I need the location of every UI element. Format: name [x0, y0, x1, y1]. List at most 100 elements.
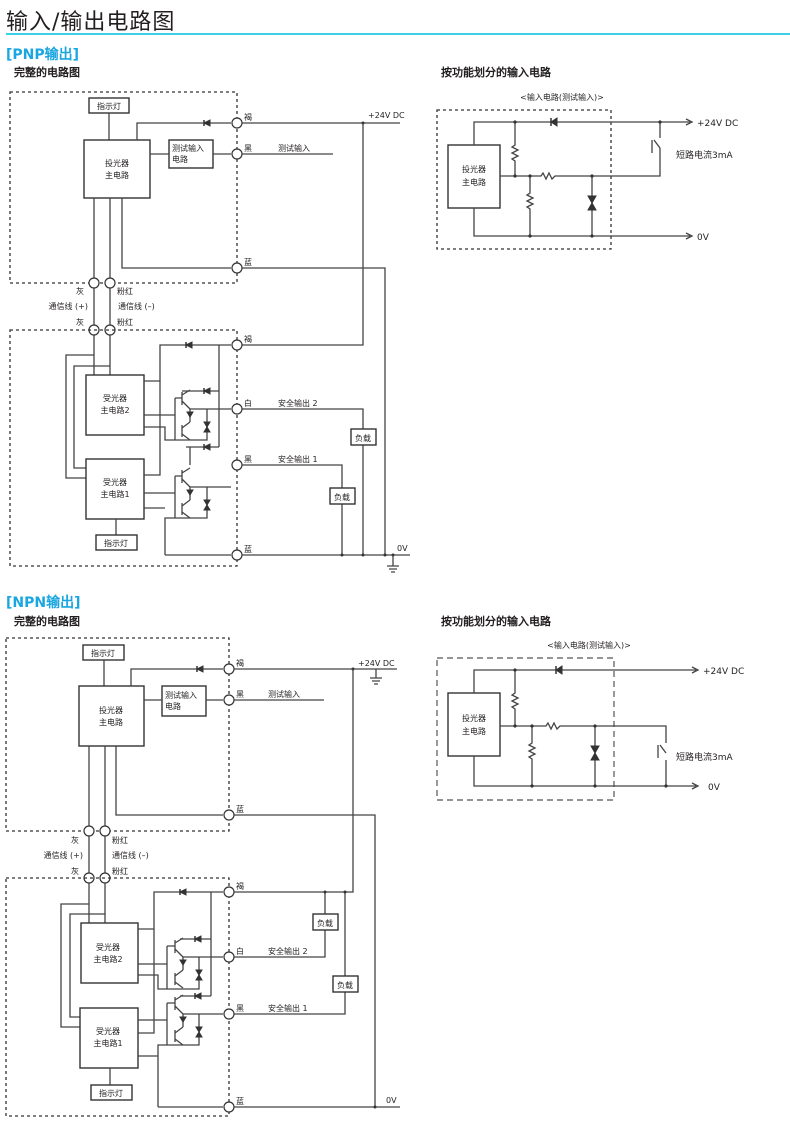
title-underline: [6, 33, 790, 35]
npn-load-2-label: 负载: [317, 918, 333, 928]
npn-input-circuit: <输入电路(测试输入)> 投光器 主电路 +24V DC 短路电流3mA 0V: [436, 640, 744, 801]
npn-rx-terminal-black-label: 黑: [236, 1004, 244, 1013]
pnp-comm-line-plus: 通信线 (+): [49, 301, 89, 311]
pnp-terminal-black-label: 黑: [244, 144, 252, 153]
pnp-receiver-main2-label-2: 主电路2: [100, 405, 129, 415]
npn-input-main-box: [447, 692, 501, 757]
pnp-supply-label: +24V DC: [368, 111, 405, 120]
pnp-load-2-label: 负载: [355, 433, 371, 443]
ground-icon: [387, 555, 399, 573]
pnp-receiver-indicator-label: 指示灯: [104, 538, 128, 548]
pnp-receiver-indicator-box: [95, 534, 138, 551]
pnp-functional-label: 按功能划分的输入电路: [441, 66, 551, 79]
pnp-load-1-label: 负载: [334, 492, 350, 502]
pnp-terminal-blue: [231, 262, 243, 274]
npn-functional-label: 按功能划分的输入电路: [441, 615, 551, 628]
pnp-full-circuit: 指示灯 投光器 主电路 测试输入 电路 褐 +24V DC 黑 测试输入 蓝: [9, 91, 410, 573]
npn-receiver-indicator-label: 指示灯: [99, 1088, 123, 1098]
pnp-receiver-main2-label-1: 受光器: [103, 393, 127, 403]
npn-heading: [NPN输出]: [6, 595, 81, 611]
npn-receiver-main2-label-2: 主电路2: [93, 954, 122, 964]
pnp-receiver-enclosure: [9, 329, 238, 567]
npn-rx-terminal-white: [223, 951, 235, 963]
pnp-input-main-label-1: 投光器: [462, 164, 486, 174]
npn-terminal-brown-label: 褐: [236, 658, 244, 668]
npn-comm-line-minus: 通信线 (–): [112, 850, 149, 860]
pnp-terminal-brown-label: 褐: [244, 112, 252, 122]
npn-comm-pink-bottom: 粉红: [112, 866, 128, 876]
npn-input-caption: <输入电路(测试输入)>: [547, 640, 631, 650]
npn-rx-terminal-blue: [223, 1101, 235, 1113]
pnp-test-input-box-label-1: 测试输入: [172, 143, 204, 153]
pnp-rx-terminal-white-label: 白: [244, 398, 252, 408]
npn-test-input-box-label-1: 测试输入: [165, 690, 197, 700]
npn-emitter-enclosure: [5, 637, 230, 832]
pnp-input-main-box: [447, 144, 501, 209]
npn-rx-terminal-blue-label: 蓝: [236, 1096, 244, 1106]
pnp-receiver-main2-box: [85, 374, 145, 436]
npn-input-main-label-2: 主电路: [462, 726, 486, 736]
npn-rx-terminal-brown-label: 褐: [236, 881, 244, 891]
pnp-input-main-label-2: 主电路: [462, 177, 486, 187]
npn-comm-pink-top: 粉红: [112, 835, 128, 845]
npn-input-supply: +24V DC: [703, 667, 744, 677]
npn-test-input-box: [161, 685, 207, 717]
npn-receiver-main2-label-1: 受光器: [96, 942, 120, 952]
npn-terminal-black-label: 黑: [236, 690, 244, 699]
npn-terminal-blue-label: 蓝: [236, 804, 244, 814]
pnp-emitter-indicator-label: 指示灯: [97, 101, 121, 111]
npn-full-circuit: 指示灯 投光器 主电路 测试输入 电路 褐 +24V DC 黑 测试输入 蓝 灰…: [5, 637, 400, 1117]
pnp-emitter-main-label-1: 投光器: [105, 158, 129, 168]
npn-zero-v-label: 0V: [386, 1096, 397, 1105]
pnp-input-caption: <输入电路(测试输入)>: [520, 92, 604, 102]
pnp-test-input-label: 测试输入: [278, 143, 310, 153]
npn-test-input-box-label-2: 电路: [165, 701, 181, 711]
npn-terminal-black: [223, 694, 235, 706]
pnp-comm-line-minus: 通信线 (–): [118, 301, 155, 311]
npn-terminal-blue: [223, 809, 235, 821]
pnp-input-zero-v: 0V: [697, 233, 710, 243]
npn-comm-gray-top: 灰: [71, 835, 79, 845]
npn-full-circuit-label: 完整的电路图: [14, 615, 80, 628]
pnp-terminal-blue-label: 蓝: [244, 257, 252, 267]
ground-icon: [370, 669, 382, 685]
npn-emitter-indicator-label: 指示灯: [91, 648, 115, 658]
pnp-rx-terminal-blue-label: 蓝: [244, 544, 252, 554]
pnp-emitter-main-box: [83, 139, 151, 199]
pnp-zero-v-label: 0V: [397, 544, 408, 553]
npn-load-1: [332, 975, 359, 993]
pnp-receiver-main1-label-2: 主电路1: [100, 489, 129, 499]
pnp-full-circuit-label: 完整的电路图: [14, 66, 80, 79]
page-title: 输入/输出电路图: [6, 10, 176, 35]
pnp-terminal-brown: [231, 117, 243, 129]
diode-icon: [202, 119, 211, 127]
npn-supply-label: +24V DC: [358, 659, 395, 668]
pnp-comm-pink-bottom: 粉红: [117, 317, 133, 327]
pnp-receiver-main1-box: [85, 458, 145, 520]
pnp-output-1-label: 安全输出 1: [278, 454, 318, 464]
npn-terminal-brown: [223, 663, 235, 675]
pnp-rx-terminal-brown: [231, 339, 243, 351]
npn-rx-terminal-black: [223, 1008, 235, 1020]
pnp-input-circuit: <输入电路(测试输入)> 投光器 主电路 +24V DC 短路电流3mA 0V: [436, 92, 738, 250]
pnp-comm-pink-top: 粉红: [117, 286, 133, 296]
npn-comm-line-plus: 通信线 (+): [44, 850, 84, 860]
pnp-rx-terminal-white: [231, 403, 243, 415]
pnp-output-2-label: 安全输出 2: [278, 398, 318, 408]
pnp-heading: [PNP输出]: [6, 47, 80, 63]
pnp-rx-terminal-black: [231, 459, 243, 471]
pnp-load-1: [329, 487, 356, 505]
npn-emitter-main-box: [78, 685, 145, 747]
npn-receiver-main2-box: [80, 922, 139, 984]
npn-comm-gray-bottom: 灰: [71, 866, 79, 876]
pnp-input-supply: +24V DC: [697, 119, 738, 129]
pnp-test-input-box-label-2: 电路: [172, 154, 188, 164]
pnp-load-2: [350, 428, 377, 446]
pnp-rx-terminal-blue: [231, 549, 243, 561]
npn-load-2: [312, 913, 339, 931]
npn-receiver-main1-label-1: 受光器: [96, 1026, 120, 1036]
npn-emitter-main-label-2: 主电路: [99, 717, 123, 727]
npn-receiver-main1-label-2: 主电路1: [93, 1038, 122, 1048]
npn-input-short-current: 短路电流3mA: [676, 751, 733, 763]
